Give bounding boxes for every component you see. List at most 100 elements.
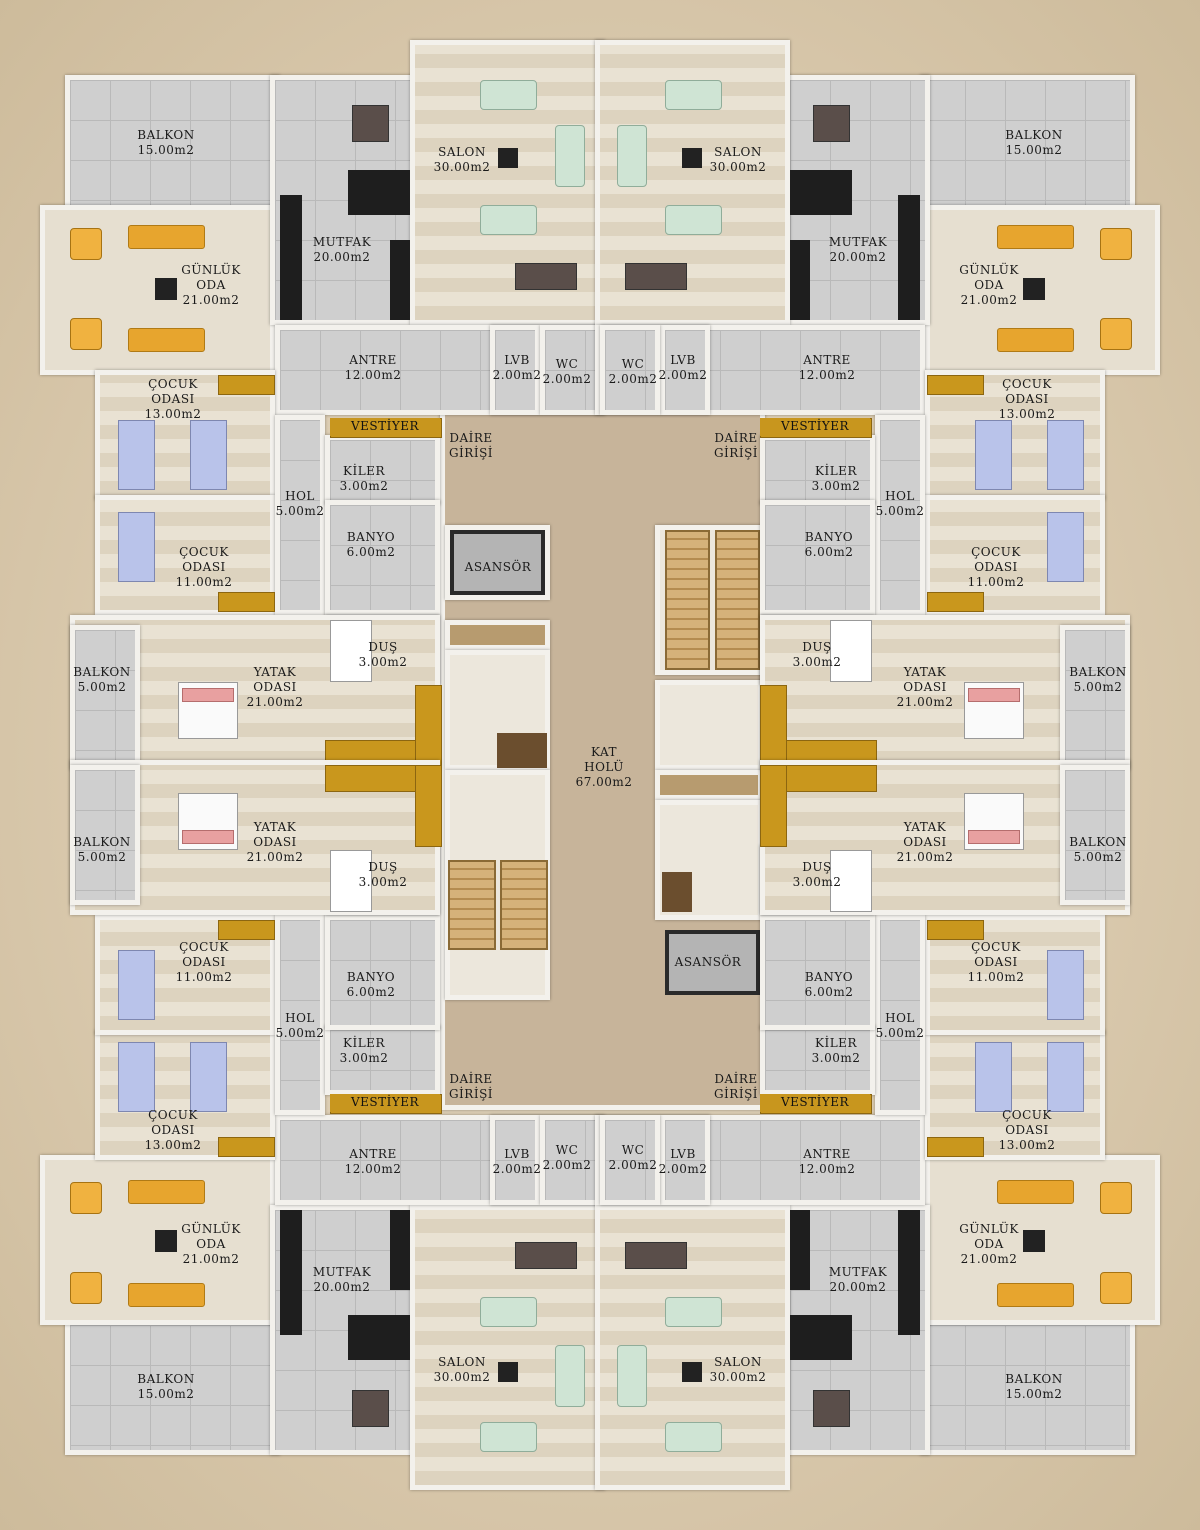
apt-tr-cocuk11-label-line: ÇOCUK (971, 545, 1021, 559)
apt-bl-balkon-large-label-line: BALKON (137, 1372, 195, 1386)
apt-tr-salon-label-line: SALON (714, 145, 762, 159)
apt-tr-cocuk13-label-line: ODASI (1005, 392, 1049, 406)
apt-bl-wardrobe-cocuk-11 (218, 920, 275, 940)
apt-br-antre-label-line: ANTRE (803, 1147, 851, 1161)
apt-br-gunluk-chair-b (1100, 1182, 1132, 1214)
daire-girisi-label-br-line: DAİRE (714, 1072, 758, 1086)
apt-tr-balkon-small-label-line: 5.00m2 (1073, 680, 1123, 694)
stair-flight-b (500, 860, 548, 950)
apt-tl-wardrobe-cocuk-13 (218, 375, 275, 395)
apt-br-cocuk11-label-line: ÇOCUK (971, 940, 1021, 954)
apt-tr-dus-label-line: 3.00m2 (792, 655, 842, 669)
apt-tr-kitchen-counter (790, 240, 810, 320)
apt-tl-wc-label-line: 2.00m2 (542, 372, 592, 386)
apt-bl-banyo (325, 915, 440, 1030)
apt-tr-wardrobe-cocuk-11 (927, 592, 984, 612)
apt-tr-banyo-label-line: 6.00m2 (804, 545, 854, 559)
apt-tl-yatak-label-line: YATAK (253, 665, 297, 679)
apt-bl-mutfak-label-line: 20.00m2 (313, 1280, 371, 1294)
apt-br-kiler-label-line: KİLER (815, 1036, 857, 1050)
apt-tr-dus-cabin (830, 620, 872, 682)
apt-br-child-bed-b (975, 1042, 1012, 1112)
apt-bl-balkon-small (70, 765, 140, 905)
apt-br-yatak-label-line: 21.00m2 (896, 850, 954, 864)
apt-bl-kiler-label-line: 3.00m2 (339, 1051, 389, 1065)
apt-br-wardrobe-cocuk-11 (927, 920, 984, 940)
apt-tl-dining-table (515, 263, 577, 290)
apt-bl-cocuk11-label-line: ODASI (182, 955, 226, 969)
apt-bl-cocuk11-label-line: 11.00m2 (175, 970, 233, 984)
apt-tl-antre-label-line: ANTRE (349, 353, 397, 367)
apt-tr-kitchen-island (790, 170, 852, 215)
daire-girisi-label-br-line: GİRİŞİ (713, 1087, 759, 1101)
apt-br-hol (875, 915, 925, 1115)
apt-tl-yatak-label-line: 21.00m2 (246, 695, 304, 709)
apt-tl-antre-label-line: 12.00m2 (344, 368, 402, 382)
apt-br-sofa-side (617, 1345, 647, 1407)
apt-bl-hol-label-line: 5.00m2 (275, 1026, 325, 1040)
apt-tl-hol (275, 415, 325, 615)
elevator-bottom (665, 930, 760, 995)
apt-bl-yatak-label-line: 21.00m2 (246, 850, 304, 864)
apt-tl-mutfak-label-line: 20.00m2 (313, 250, 371, 264)
apt-bl-child-bed-a (118, 1042, 155, 1112)
apt-tr-kiler (760, 435, 875, 505)
apt-tr-hol (875, 415, 925, 615)
apt-tl-yatak-label-line: ODASI (253, 680, 297, 694)
apt-bl-child-bed-b (190, 1042, 227, 1112)
apt-bl-balkon-small-label-line: 5.00m2 (77, 850, 127, 864)
apt-bl-sofa-side (555, 1345, 585, 1407)
apt-bl-banyo-label-line: 6.00m2 (346, 985, 396, 999)
apt-tl-gunluk-sofa-bottom (128, 328, 205, 352)
apt-bl-cocuk13-label-line: 13.00m2 (144, 1138, 202, 1152)
apt-bl-lvb (490, 1115, 540, 1205)
apt-tr-banyo-label-line: BANYO (804, 530, 854, 544)
apt-br-banyo (760, 915, 875, 1030)
apt-br-bed-pillow (968, 830, 1020, 844)
apt-bl-wc-label-line: WC (555, 1143, 579, 1157)
apt-tl-cocuk13-label-line: ÇOCUK (148, 377, 198, 391)
apt-br-child-bed-a (1047, 1042, 1084, 1112)
apt-br-salon-label-line: 30.00m2 (709, 1370, 767, 1384)
stair-flight-c (665, 530, 710, 670)
apt-tr-lvb-label-line: 2.00m2 (658, 368, 708, 382)
apt-tl-hol-label-line: 5.00m2 (275, 504, 325, 518)
apt-tl-kitchen-counter (390, 240, 410, 320)
apt-bl-kitchen-table (352, 1390, 389, 1427)
daire-girisi-label-tl-line: GİRİŞİ (448, 446, 494, 460)
apt-tl-sofa-side (555, 125, 585, 187)
apt-tl-balkon-large-label-line: BALKON (137, 128, 195, 142)
apt-tr-hol-label-line: HOL (885, 489, 915, 503)
apt-tl-banyo (325, 500, 440, 615)
apt-br-gunluk-chair-a (1100, 1272, 1132, 1304)
apt-tr-gunluk-sofa-bottom (997, 328, 1074, 352)
asansor-label-bottom: ASANSÖR (675, 955, 742, 970)
apt-tr-balkon-large-label-line: 15.00m2 (1005, 143, 1063, 157)
apt-tr-wc (600, 325, 660, 415)
apt-tr-sofa-bottom (665, 205, 722, 235)
apt-br-cocuk11-label-line: ODASI (974, 955, 1018, 969)
apt-tr-kitchen-table (813, 105, 850, 142)
apt-tr-gunluk-chair-a (1100, 228, 1132, 260)
